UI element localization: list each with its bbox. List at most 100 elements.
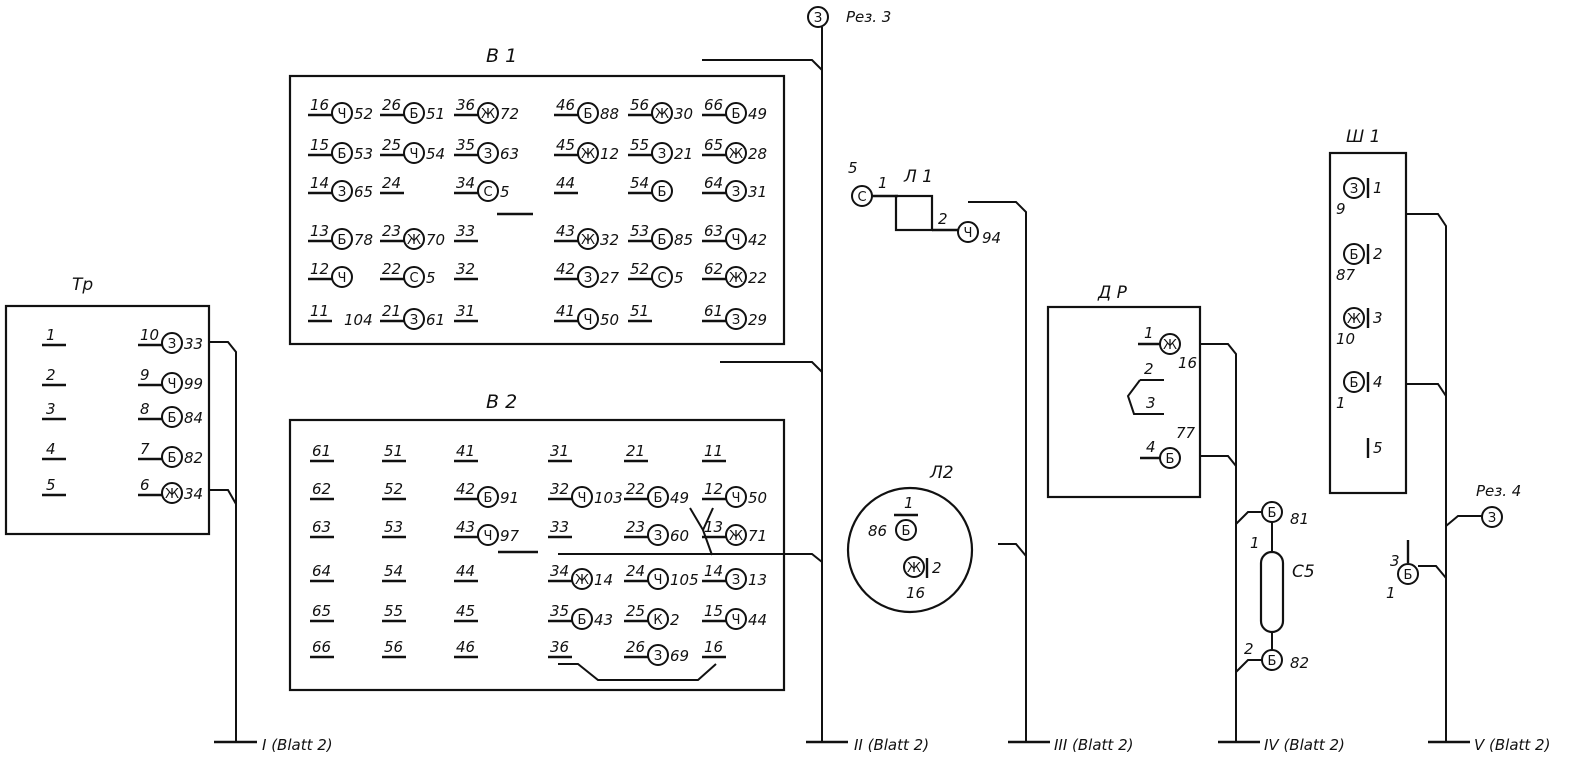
bus-V: З Рез. 4 3 Б 1 V (Blatt 2) xyxy=(1386,213,1550,754)
l2-title: Л2 xyxy=(929,463,954,483)
v1-terminal-63-number: 63 xyxy=(704,222,723,240)
output-III-label: III (Blatt 2) xyxy=(1054,736,1133,754)
v2-terminal-33-number: 33 xyxy=(550,518,569,536)
dr-circle-zh xyxy=(1159,333,1181,355)
v2-terminal-15-code: Ч xyxy=(732,613,741,628)
v2-title: В 2 xyxy=(486,391,517,413)
dr-code-zh: Ж xyxy=(1163,338,1177,353)
v1-terminal-43-code: Ж xyxy=(581,233,595,248)
v1-terminal-34-code: С xyxy=(483,185,492,200)
v1-terminal-16-circle xyxy=(331,102,353,124)
sh1-pin-2-wire: 87 xyxy=(1336,266,1356,284)
sh1-title: Ш 1 xyxy=(1346,127,1380,147)
tr-terminal-7-number: 7 xyxy=(140,440,150,458)
v1-terminal-45-code: Ж xyxy=(581,147,595,162)
v2-terminal-25-wire: 2 xyxy=(670,611,680,629)
v2-terminal-15-wire: 44 xyxy=(748,611,767,629)
v2-terminal-22-number: 22 xyxy=(626,480,645,498)
l1-out-code: Ч xyxy=(964,226,973,241)
v1-terminal-24-number: 24 xyxy=(382,174,401,192)
l2-wire-86: 86 xyxy=(868,522,887,540)
bus-III-l2-wire xyxy=(998,543,1027,557)
v1-terminal-15-number: 15 xyxy=(310,136,329,154)
v1-terminal-12-number: 12 xyxy=(310,260,329,278)
v1-terminal-56-number: 56 xyxy=(630,96,649,114)
v1-terminal-15-wire: 53 xyxy=(354,145,373,163)
bus-II: З Рез. 3 II (Blatt 2) xyxy=(702,6,929,754)
v1-terminal-34-wire: 5 xyxy=(500,183,510,201)
v2-terminal-13-code: Ж xyxy=(729,529,743,544)
v1-terminal-53-code: Б xyxy=(658,233,667,248)
v1-terminal-61-wire: 29 xyxy=(748,311,767,329)
v2-terminal-51-number: 51 xyxy=(384,442,403,460)
v1-terminal-11-wire: 104 xyxy=(344,311,373,329)
v1-terminal-41-number: 41 xyxy=(556,302,575,320)
v1-terminal-26-wire: 51 xyxy=(426,105,445,123)
rez3-label: Рез. 3 xyxy=(846,8,891,26)
v1-terminal-66-circle xyxy=(725,102,747,124)
v2-terminal-34-number: 34 xyxy=(550,562,569,580)
s5-bottom-circle xyxy=(1261,649,1283,671)
v1-terminal-41-circle xyxy=(577,308,599,330)
tr-terminal-10-code: З xyxy=(168,337,176,352)
v1-terminal-56-circle xyxy=(651,102,673,124)
v1-terminal-46-number: 46 xyxy=(556,96,575,114)
v1-terminal-53-number: 53 xyxy=(630,222,649,240)
bus-III: III (Blatt 2) xyxy=(968,201,1133,754)
v1-terminal-45-number: 45 xyxy=(556,136,575,154)
v2-terminal-23-wire: 60 xyxy=(670,527,689,545)
v2-terminal-13-wire: 71 xyxy=(748,527,767,545)
v1-terminal-32-number: 32 xyxy=(456,260,475,278)
sh1-pin-1-code: З xyxy=(1350,182,1358,197)
tr-terminal-8-code: Б xyxy=(168,411,177,426)
dr-pin-2: 2 xyxy=(1144,360,1154,378)
s5-capsule xyxy=(1259,550,1285,634)
v1-terminal-25-circle xyxy=(403,142,425,164)
tr-terminal-7-circle xyxy=(161,446,183,468)
v1-terminal-36-code: Ж xyxy=(481,107,495,122)
sh1-pin-4-number: 4 xyxy=(1373,373,1383,391)
v1-title: В 1 xyxy=(486,45,517,67)
v1-terminal-26-number: 26 xyxy=(382,96,401,114)
v2-terminal-24-code: Ч xyxy=(654,573,663,588)
v2-terminal-56-number: 56 xyxy=(384,638,403,656)
v-plug-wire-no: 1 xyxy=(1386,584,1396,602)
l2-circle xyxy=(846,486,974,614)
v2-link-13 xyxy=(702,529,713,556)
tr-box xyxy=(4,304,211,536)
v1-terminal-42-circle xyxy=(577,266,599,288)
s5-bottom-wire-no: 82 xyxy=(1290,654,1309,672)
v1-terminal-42-code: З xyxy=(584,271,592,286)
block-dr: Д Р 1 Ж 16 2 3 4 Б 77 xyxy=(1046,283,1202,499)
tr-left-terminal-3: 3 xyxy=(46,400,56,418)
v2-terminal-55-number: 55 xyxy=(384,602,403,620)
dr-circle-b xyxy=(1159,447,1181,469)
v1-terminal-14-number: 14 xyxy=(310,174,329,192)
l1-wire-in: 5 xyxy=(848,159,858,177)
v1-terminal-41-wire: 50 xyxy=(600,311,619,329)
tr-terminal-9-number: 9 xyxy=(140,366,150,384)
v2-terminal-24-number: 24 xyxy=(626,562,645,580)
dr-code-b: Б xyxy=(1166,452,1175,467)
v1-terminal-33-number: 33 xyxy=(456,222,475,240)
v2-terminal-24-wire: 105 xyxy=(670,571,699,589)
l2-code-b: Б xyxy=(902,524,911,539)
output-I-label: I (Blatt 2) xyxy=(262,736,333,754)
v1-terminal-22-code: С xyxy=(409,271,418,286)
sh1-pin-4-code: Б xyxy=(1350,376,1359,391)
v1-terminal-35-number: 35 xyxy=(456,136,475,154)
v2-terminal-43-circle xyxy=(477,524,499,546)
v1-terminal-63-wire: 42 xyxy=(748,231,767,249)
tr-title: Тр xyxy=(72,275,93,295)
v2-terminal-61-number: 61 xyxy=(312,442,331,460)
v2-terminal-21-number: 21 xyxy=(626,442,645,460)
v2-terminal-35-circle xyxy=(571,608,593,630)
v1-terminal-43-number: 43 xyxy=(556,222,575,240)
v1-terminal-52-wire: 5 xyxy=(674,269,684,287)
bus-II-v1-bottom xyxy=(720,361,823,373)
v2-terminal-44-number: 44 xyxy=(456,562,475,580)
